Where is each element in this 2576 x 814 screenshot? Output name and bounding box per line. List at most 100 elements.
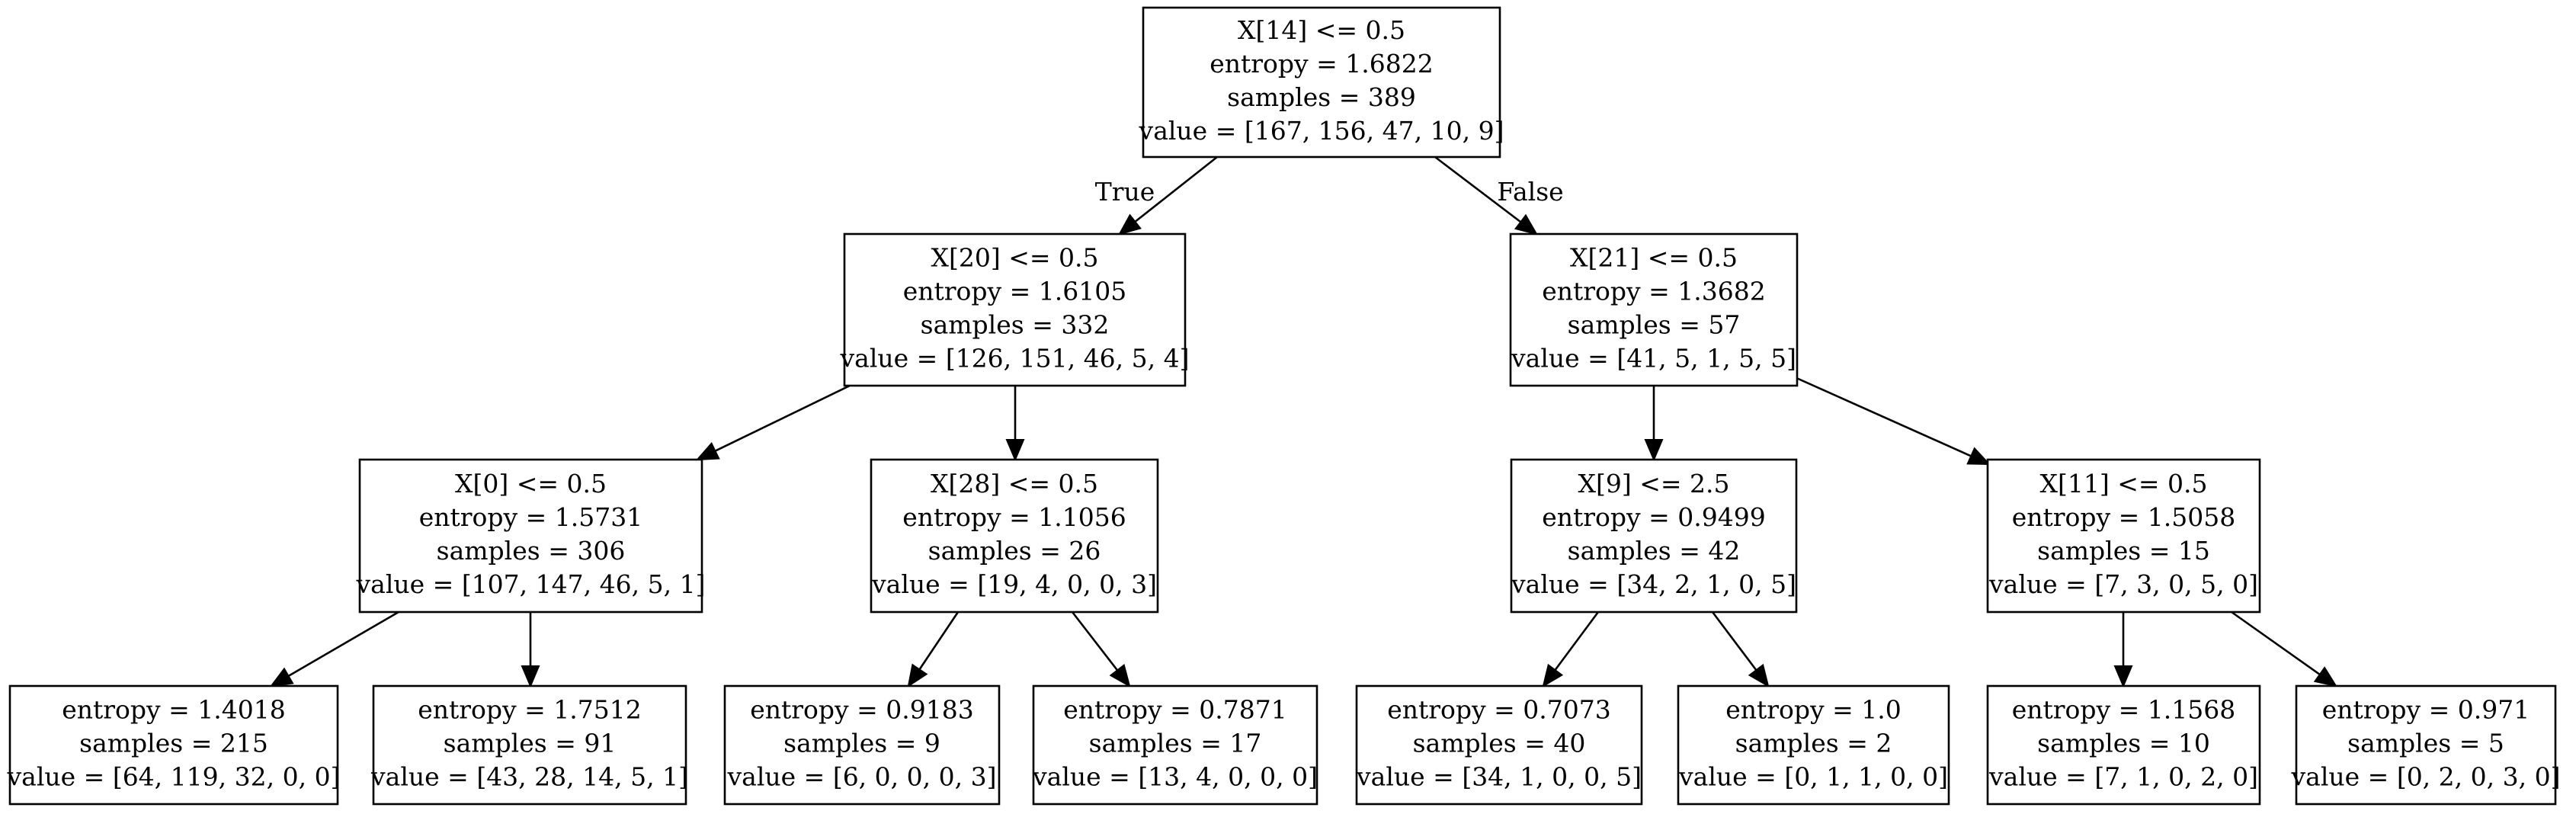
node-text-line: X[20] <= 0.5	[931, 243, 1099, 273]
arrowhead-icon	[2313, 666, 2338, 687]
node-box	[870, 458, 1159, 614]
arrowhead-icon	[1542, 663, 1564, 688]
edge-n6-n13	[2113, 612, 2133, 688]
edge-line	[1711, 611, 1757, 671]
node-text-line: samples = 306	[437, 536, 626, 566]
node-box	[843, 232, 1187, 387]
edge-n1-n4	[1005, 386, 1025, 462]
node-text-line: X[9] <= 2.5	[1578, 469, 1730, 498]
node-text-line: entropy = 1.1056	[902, 502, 1126, 532]
edge-line	[1794, 376, 1972, 457]
node-text-line: value = [64, 119, 32, 0, 0]	[7, 762, 341, 792]
node-text-line: samples = 9	[783, 729, 940, 758]
node-text-line: entropy = 1.3682	[1542, 277, 1766, 306]
edge-label: True	[1095, 177, 1155, 207]
edge-label: False	[1497, 177, 1563, 207]
node-text-line: entropy = 1.7512	[418, 695, 642, 725]
edge-n0-n1: True	[1095, 155, 1218, 236]
edge-n0-n2: False	[1434, 155, 1564, 236]
node-text-line: value = [167, 156, 47, 10, 9]	[1139, 116, 1504, 146]
edge-line	[1134, 155, 1218, 223]
edge-line	[918, 611, 960, 671]
node-text-line: value = [107, 147, 46, 5, 1]	[356, 569, 706, 599]
node-text-line: samples = 10	[2037, 729, 2210, 758]
edge-n2-n6	[1794, 376, 1991, 466]
arrowhead-icon	[1109, 663, 1131, 688]
node-text-line: samples = 332	[921, 310, 1110, 340]
node-box	[1032, 684, 1318, 806]
node-text-line: value = [0, 1, 1, 0, 0]	[1678, 762, 1948, 792]
node-text-line: value = [43, 28, 14, 5, 1]	[370, 762, 688, 792]
tree-node-n12: entropy = 1.0 samples = 2 value = [0, 1, 1…	[1677, 684, 1950, 806]
node-text-line: samples = 215	[79, 729, 268, 758]
edges-layer: True False	[269, 155, 2338, 688]
edge-line	[714, 384, 851, 452]
arrowhead-icon	[1644, 439, 1664, 462]
tree-node-n4: X[28] <= 0.5 entropy = 1.1056 samples = 26…	[870, 458, 1159, 614]
node-box	[358, 458, 703, 614]
node-text-line: samples = 42	[1568, 536, 1741, 566]
node-text-line: X[21] <= 0.5	[1570, 243, 1738, 273]
arrowhead-icon	[695, 441, 720, 461]
node-box	[8, 684, 339, 806]
edge-line	[1434, 155, 1522, 223]
node-box	[723, 684, 1001, 806]
node-text-line: samples = 57	[1568, 310, 1741, 340]
node-text-line: entropy = 0.971	[2322, 695, 2530, 725]
node-box	[1510, 458, 1798, 614]
node-text-line: samples = 389	[1227, 82, 1416, 112]
node-text-line: value = [0, 2, 0, 3, 0]	[2291, 762, 2561, 792]
node-text-line: entropy = 1.5731	[419, 502, 643, 532]
node-text-line: value = [41, 5, 1, 5, 5]	[1511, 344, 1796, 373]
node-text-line: samples = 17	[1089, 729, 1262, 758]
arrowhead-icon	[1005, 439, 1025, 462]
arrowhead-icon	[521, 665, 540, 688]
node-text-line: value = [13, 4, 0, 0, 0]	[1032, 762, 1318, 792]
arrowhead-icon	[1117, 213, 1142, 236]
node-text-line: samples = 15	[2037, 536, 2210, 566]
node-text-line: value = [126, 151, 46, 5, 4]	[840, 344, 1190, 373]
node-text-line: value = [7, 3, 0, 5, 0]	[1988, 569, 2258, 599]
node-text-line: value = [34, 1, 0, 0, 5]	[1356, 762, 1642, 792]
edge-n5-n11	[1542, 611, 1600, 688]
node-box	[1677, 684, 1950, 806]
edge-line	[1554, 611, 1600, 671]
node-text-line: samples = 2	[1735, 729, 1892, 758]
edge-n4-n10	[1071, 611, 1131, 688]
arrowhead-icon	[1514, 213, 1539, 236]
node-text-line: entropy = 1.0	[1725, 695, 1902, 725]
node-box	[2295, 684, 2557, 806]
node-text-line: entropy = 1.5058	[2012, 502, 2236, 532]
node-text-line: entropy = 0.9499	[1542, 502, 1766, 532]
edge-n1-n3	[695, 384, 851, 461]
node-text-line: entropy = 1.1568	[2012, 695, 2236, 725]
arrowhead-icon	[1748, 663, 1770, 688]
node-text-line: value = [6, 0, 0, 0, 3]	[727, 762, 997, 792]
node-text-line: value = [34, 2, 1, 0, 5]	[1511, 569, 1796, 599]
arrowhead-icon	[1966, 447, 1991, 466]
node-box	[1986, 458, 2261, 614]
edge-n3-n8	[521, 612, 540, 688]
edge-n4-n9	[907, 611, 960, 688]
node-box	[1142, 6, 1501, 159]
node-box	[1509, 232, 1799, 387]
edge-line	[287, 610, 399, 678]
arrowhead-icon	[269, 667, 294, 687]
node-text-line: X[11] <= 0.5	[2040, 469, 2208, 498]
node-text-line: value = [7, 1, 0, 2, 0]	[1988, 762, 2258, 792]
arrowhead-icon	[907, 663, 928, 688]
node-box	[372, 684, 687, 806]
node-box	[1355, 684, 1643, 806]
node-text-line: X[28] <= 0.5	[931, 469, 1098, 498]
node-text-line: samples = 26	[928, 536, 1101, 566]
